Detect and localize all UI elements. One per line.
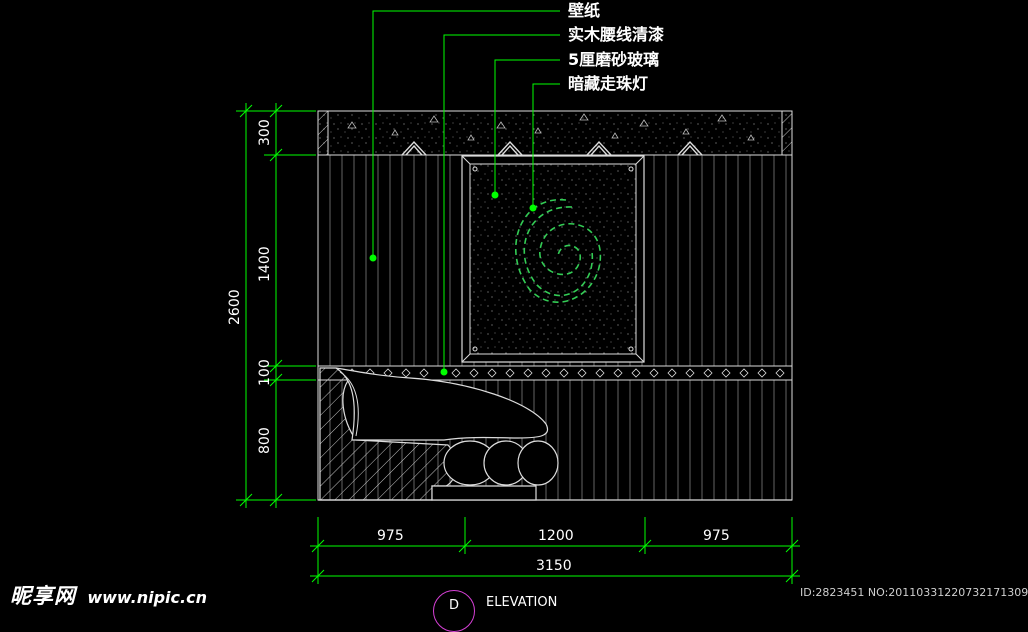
callout-wallpaper: 壁纸 xyxy=(568,1,601,20)
watermark-url: www.nipic.cn xyxy=(87,588,207,607)
vertical-dimension-lines xyxy=(236,103,316,508)
dim-300: 300 xyxy=(257,119,273,146)
callout-hidden-light: 暗藏走珠灯 xyxy=(568,74,649,93)
sofa xyxy=(319,367,559,501)
watermark-logo: 昵享网 www.nipic.cn xyxy=(10,580,207,610)
callout-frosted-glass: 5厘磨砂玻璃 xyxy=(568,50,660,69)
dim-2600-total: 2600 xyxy=(227,289,243,325)
horizontal-dimension-lines xyxy=(310,517,800,584)
dim-800: 800 xyxy=(257,427,273,454)
soffit-band xyxy=(317,110,793,156)
dim-975-right: 975 xyxy=(703,528,730,544)
dim-100: 100 xyxy=(257,359,273,386)
leader-dots xyxy=(369,191,537,376)
frosted-glass-panel xyxy=(461,155,645,363)
dim-1400: 1400 xyxy=(257,246,273,282)
watermark-logo-text: 昵享网 xyxy=(10,584,76,608)
dim-3150-total: 3150 xyxy=(536,558,572,574)
callout-leaders xyxy=(372,10,560,372)
callout-wood-chair-rail: 实木腰线清漆 xyxy=(568,25,665,44)
dim-975-left: 975 xyxy=(377,528,404,544)
elevation-drawing xyxy=(236,10,800,584)
watermark-id: ID:2823451 NO:20110331220732171309 xyxy=(800,586,1028,599)
view-reference-bubble: D xyxy=(433,590,475,632)
dim-1200: 1200 xyxy=(538,528,574,544)
view-bubble-letter: D xyxy=(448,598,459,613)
wall-elevation xyxy=(317,110,793,501)
view-title: ELEVATION xyxy=(486,595,558,610)
